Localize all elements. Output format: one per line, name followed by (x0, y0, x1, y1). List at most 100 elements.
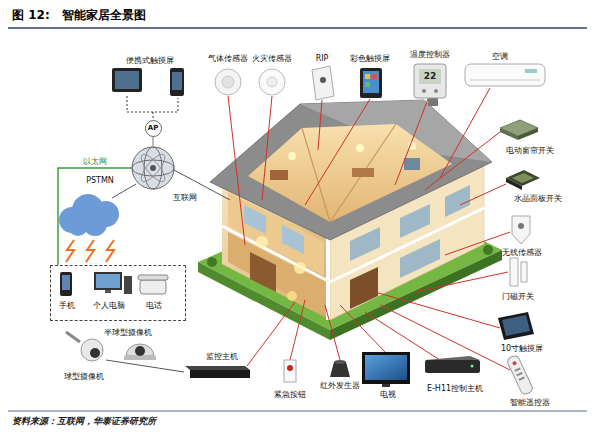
rip-sensor-icon (312, 66, 334, 100)
gas-sensor-icon (222, 76, 234, 88)
device-label: E-H11控制主机 (427, 384, 483, 393)
leader-line (445, 232, 510, 255)
device-label: 空调 (492, 52, 508, 61)
wireless-sensor-icon (518, 223, 524, 229)
device-label: 无线传感器 (502, 248, 542, 257)
thermostat-icon (422, 89, 426, 93)
pc-icon (94, 272, 122, 290)
access-point-circle: AP (145, 120, 162, 137)
globe-outline (132, 160, 174, 176)
curtain-switch-icon (500, 128, 518, 140)
touchscreen-icon (372, 74, 377, 79)
figure-title: 图 12: 智能家居全景图 (12, 9, 146, 23)
lawn (207, 257, 217, 267)
house-walls (350, 267, 378, 309)
phone-icon (170, 68, 184, 96)
network-line (127, 96, 178, 118)
touchscreen-10in-icon (498, 312, 534, 340)
telephone-icon (138, 275, 168, 294)
remote-icon (506, 354, 534, 395)
thermostat-icon (414, 64, 446, 98)
air-conditioner-icon (525, 69, 537, 73)
house-roof (356, 144, 364, 152)
remote-icon (514, 367, 520, 371)
device-label: 彩色触摸屏 (350, 54, 390, 63)
connector-line (153, 137, 154, 147)
node-label: 个人电脑 (93, 301, 125, 310)
leader-line (228, 88, 510, 370)
source-rule (8, 411, 587, 412)
node-label: AP (148, 124, 159, 132)
device-label: 便携式触摸屏 (126, 56, 174, 65)
emergency-button-icon (284, 360, 296, 382)
leader-line (228, 96, 245, 245)
air-conditioner-icon (465, 64, 545, 86)
device-label: 气体传感器 (208, 54, 248, 63)
network-line (112, 184, 136, 198)
wireless-sensor-icon (512, 216, 530, 244)
remote-icon (512, 361, 517, 366)
crystal-switch-icon (512, 173, 534, 183)
rip-sensor-icon (312, 66, 334, 100)
house-walls (400, 239, 440, 278)
thermostat-icon (434, 89, 438, 93)
connector-line (58, 168, 131, 265)
leader-line (395, 99, 428, 185)
touchscreen-10in-icon (502, 315, 530, 336)
telephone-icon (140, 280, 166, 294)
device-label: 红外发生器 (320, 381, 360, 390)
leader-line (318, 100, 322, 150)
controller-host-icon (425, 356, 480, 373)
device-label: 半球型摄像机 (104, 328, 152, 337)
edge-label: 以太网 (82, 157, 108, 166)
remote-icon (519, 376, 525, 380)
globe-outline (131, 146, 175, 190)
door-sensor-icon (510, 258, 527, 286)
curtain-switch-icon (500, 120, 538, 140)
touchscreen-icon (365, 82, 370, 87)
monitor-host-icon (185, 366, 250, 378)
title-rule (8, 27, 587, 29)
dome-camera-icon (124, 356, 156, 360)
cloud-icon (59, 194, 119, 236)
dome-camera-icon (126, 344, 154, 356)
device-label: 电视 (380, 390, 396, 399)
crystal-switch-icon (506, 178, 522, 190)
house-roof (404, 158, 420, 170)
leader-line (375, 292, 500, 328)
fire-sensor-icon (259, 69, 285, 95)
door-sensor-icon (521, 262, 527, 282)
house-walls (287, 291, 297, 301)
device-label: 球型摄像机 (64, 372, 104, 381)
house-roof (302, 128, 330, 222)
monitor-host-icon (185, 366, 250, 370)
leader-line (425, 132, 500, 190)
device-label: 温度控制器 (410, 50, 450, 59)
device-label: 紧急按钮 (274, 390, 306, 399)
wireless-sensor-icon (512, 216, 530, 244)
emergency-button-icon (287, 365, 293, 371)
thermostat-icon (419, 69, 441, 84)
crystal-switch-icon (506, 170, 540, 190)
ball-camera-icon (81, 339, 103, 361)
leader-line (415, 272, 508, 292)
lightning-icon (106, 240, 114, 262)
fire-sensor-icon (259, 69, 285, 95)
door-sensor-icon (510, 258, 518, 286)
title-rule (8, 28, 587, 29)
globe-outline (150, 165, 156, 171)
dome-camera-icon (135, 346, 145, 356)
lightning-icon (66, 240, 74, 262)
leader-line (460, 184, 506, 205)
device-label: 火灾传感器 (252, 54, 292, 63)
pc-icon (96, 274, 120, 288)
remote-icon (506, 354, 534, 395)
house-walls (282, 225, 304, 254)
house-walls (350, 227, 380, 261)
leader-line (340, 305, 385, 352)
house-walls (445, 185, 470, 217)
leader-line (440, 88, 490, 178)
mobile-icon (62, 275, 70, 290)
